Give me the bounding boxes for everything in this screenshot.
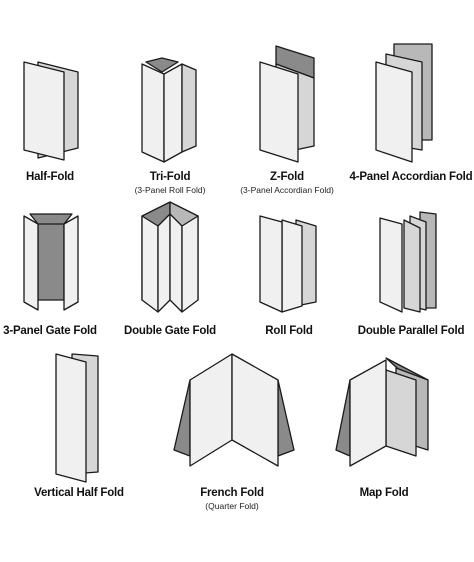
fold-subtitle: (Quarter Fold) bbox=[205, 500, 259, 511]
roll-fold-illustration bbox=[259, 215, 317, 313]
fold-label-roll-fold: Roll Fold bbox=[265, 325, 313, 338]
fold-label-half-fold: Half-Fold bbox=[25, 171, 75, 184]
fold-name: Vertical Half Fold bbox=[34, 487, 124, 499]
three-panel-gate-illustration bbox=[23, 213, 79, 311]
fold-name: 3-Panel Gate Fold bbox=[3, 325, 97, 337]
fold-label-vertical-half-fold: Vertical Half Fold bbox=[34, 487, 124, 500]
fold-label-french-fold: French Fold (Quarter Fold) bbox=[200, 487, 264, 511]
fold-label-map-fold: Map Fold bbox=[359, 487, 409, 500]
fold-label-four-panel-accordian: 4-Panel Accordian Fold bbox=[349, 171, 473, 184]
french-fold-illustration bbox=[173, 353, 295, 467]
double-parallel-illustration bbox=[379, 211, 437, 313]
map-fold-illustration bbox=[335, 357, 429, 467]
tri-fold-illustration bbox=[141, 57, 197, 163]
four-panel-accordian-illustration bbox=[375, 43, 433, 163]
fold-name: Map Fold bbox=[359, 487, 409, 499]
fold-name: Roll Fold bbox=[265, 325, 313, 337]
half-fold-illustration bbox=[23, 61, 79, 161]
fold-name: Half-Fold bbox=[25, 171, 75, 183]
z-fold-illustration bbox=[259, 45, 315, 163]
fold-label-double-gate: Double Gate Fold bbox=[124, 325, 216, 338]
fold-label-three-panel-gate: 3-Panel Gate Fold bbox=[3, 325, 97, 338]
fold-label-z-fold: Z-Fold (3-Panel Accordian Fold) bbox=[240, 171, 334, 195]
fold-name: Tri-Fold bbox=[149, 171, 191, 183]
fold-subtitle: (3-Panel Roll Fold) bbox=[134, 184, 206, 195]
fold-name: Double Parallel Fold bbox=[357, 325, 465, 337]
fold-label-double-parallel: Double Parallel Fold bbox=[357, 325, 465, 338]
vertical-half-fold-illustration bbox=[55, 353, 99, 483]
fold-name: French Fold bbox=[200, 487, 264, 499]
fold-label-tri-fold: Tri-Fold (3-Panel Roll Fold) bbox=[134, 171, 206, 195]
fold-subtitle: (3-Panel Accordian Fold) bbox=[240, 184, 334, 195]
fold-name: Z-Fold bbox=[270, 171, 304, 183]
fold-name: Double Gate Fold bbox=[124, 325, 216, 337]
double-gate-illustration bbox=[141, 201, 199, 313]
fold-name: 4-Panel Accordian Fold bbox=[349, 171, 473, 183]
